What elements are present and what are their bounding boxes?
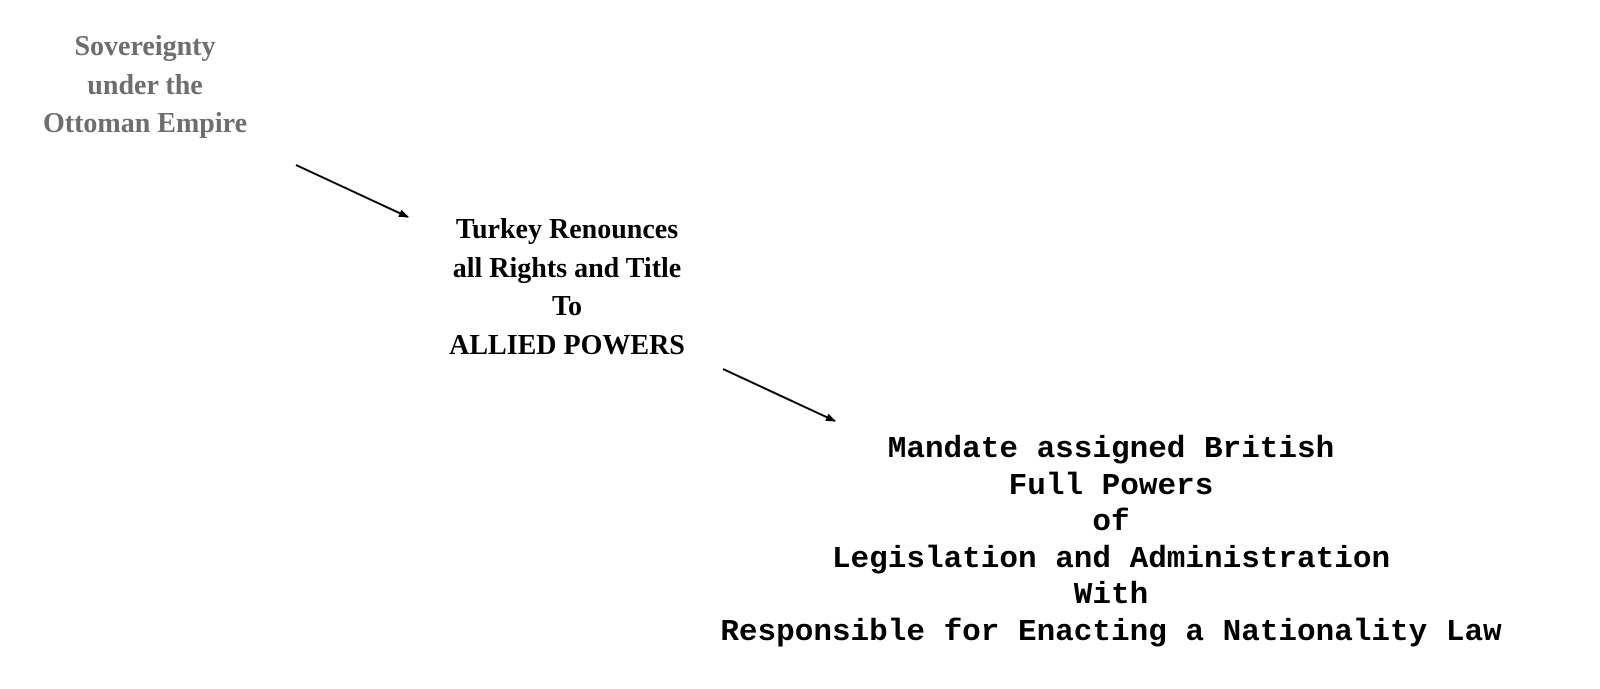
node-british-mandate: Mandate assigned British Full Powers of … [661, 432, 1561, 652]
node-line: all Rights and Title [452, 252, 682, 284]
node-line: Full Powers [1008, 468, 1214, 504]
node-line: Responsible for Enacting a Nationality L… [720, 614, 1502, 650]
arrow-turkey-to-mandate [722, 368, 836, 422]
node-ottoman-sovereignty: Sovereignty under the Ottoman Empire [0, 28, 290, 144]
node-line: Legislation and Administration [831, 541, 1391, 577]
node-turkey-renounces: Turkey Renounces all Rights and Title To… [417, 211, 717, 365]
node-line: Turkey Renounces [455, 214, 679, 245]
node-line: To [551, 291, 583, 322]
node-line: Sovereignty [74, 31, 216, 62]
node-line: of [1092, 505, 1130, 541]
node-line: under the [87, 69, 203, 101]
node-line: ALLIED POWERS [449, 329, 685, 361]
node-line: Ottoman Empire [42, 108, 248, 139]
arrow-ottoman-to-turkey [295, 164, 409, 218]
node-line: Mandate assigned British [887, 432, 1335, 467]
node-line: With [1073, 578, 1149, 614]
